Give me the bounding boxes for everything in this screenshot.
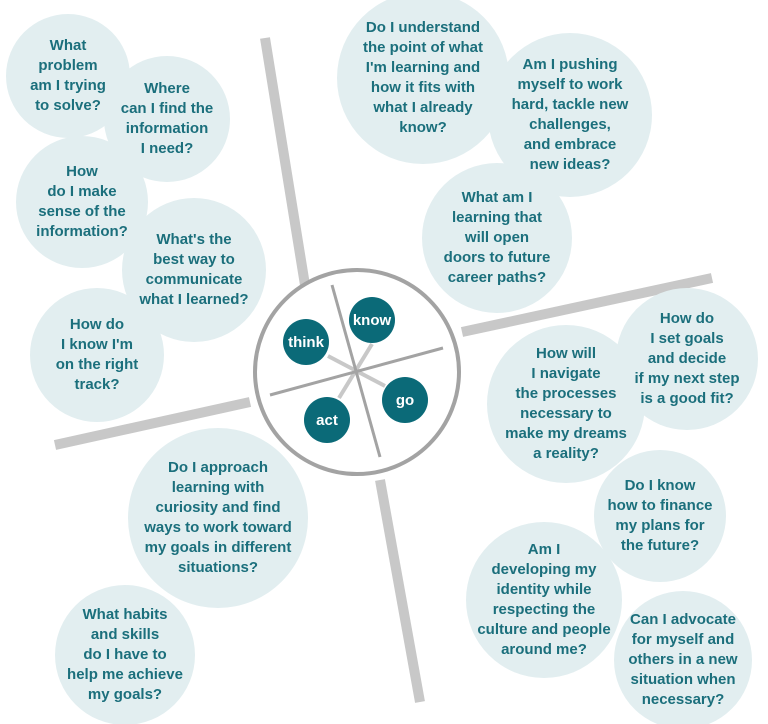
question-text: Am I developing my identity while respec… [477,541,611,658]
question-text: Can I advocate for myself and others in … [628,611,738,708]
core-know: know [349,297,395,343]
question-bubble: Do I approach learning with curiosity an… [128,428,308,608]
question-bubble: Am I developing my identity while respec… [466,522,622,678]
question-text: Where can I find the information I need? [120,80,214,157]
question-bubble: How do I know I'm on the right track? [30,288,164,422]
question-bubble: How do I set goals and decide if my next… [616,288,758,430]
core-act: act [304,397,350,443]
core-go: go [382,377,428,423]
question-text: Do I understand the point of what I'm le… [363,19,483,136]
question-bubble: What habits and skills do I have to help… [55,585,195,724]
axis-bottom [375,479,425,703]
question-text: How will I navigate the processes necess… [505,345,627,462]
question-text: How do I set goals and decide if my next… [634,310,740,407]
question-text: What problem am I trying to solve? [30,37,106,114]
question-text: What am I learning that will open doors … [443,189,551,286]
question-text: What habits and skills do I have to help… [67,606,183,703]
question-bubble: What am I learning that will open doors … [422,163,572,313]
question-text: Am I pushing myself to work hard, tackle… [511,56,629,173]
question-bubble: Do I know how to finance my plans for th… [594,450,726,582]
axis-right [460,273,714,337]
question-bubble: Can I advocate for myself and others in … [614,591,752,724]
question-text: How do I make sense of the information? [36,163,128,240]
axis-left [53,397,252,450]
question-text: What's the best way to communicate what … [139,231,249,308]
core-divider [269,346,444,397]
core-think: think [283,319,329,365]
question-bubble: Do I understand the point of what I'm le… [337,0,509,164]
question-bubble: Am I pushing myself to work hard, tackle… [488,33,652,197]
question-text: Do I know how to finance my plans for th… [607,477,713,554]
question-text: Do I approach learning with curiosity an… [144,459,292,576]
axis-top [260,37,310,286]
question-text: How do I know I'm on the right track? [55,316,139,393]
